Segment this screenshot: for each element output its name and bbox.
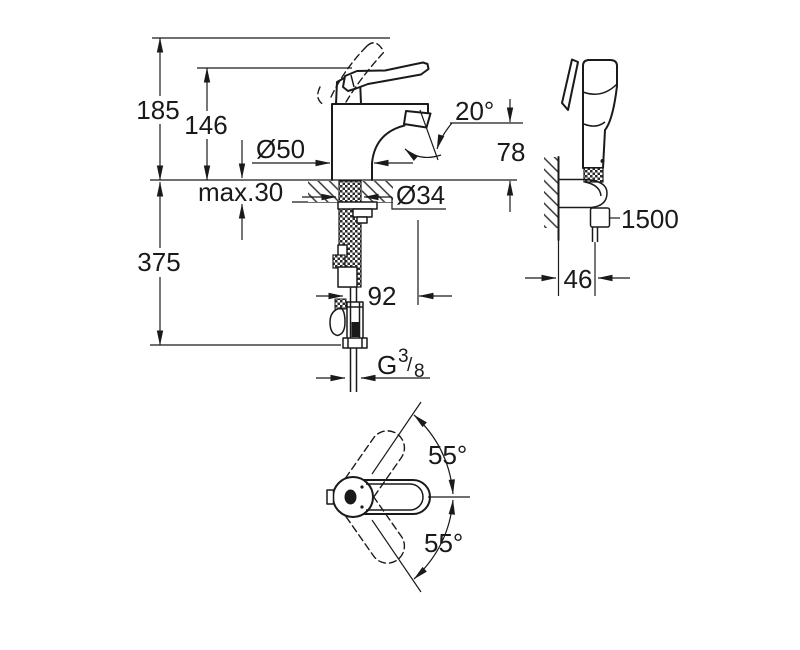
dim-deck-thickness: max.30 [198,140,283,240]
thread-label-denominator: 8 [414,361,425,382]
hose-neck [349,287,358,302]
dim-label-78: 78 [497,137,526,167]
mounting-nut [352,208,373,218]
thread-nut-facets [347,338,363,348]
dim-spray-angle: 20° [404,96,494,161]
faucet-body [331,61,432,181]
lever-handle [342,61,430,92]
front-view-basin-mixer: 185 146 375 max.30 Ø50 [136,37,526,392]
handle-dot-lower [360,505,364,509]
dim-spout-height: 146 [184,67,228,181]
shank-lower-body [337,266,358,288]
thread-nut [342,337,368,349]
counter-hatch-right [362,181,393,202]
fitting-slot [351,322,360,337]
angle-leader-1 [436,122,453,150]
hose-start [591,227,599,242]
dim-hole-diameter: Ø34 [302,180,446,210]
hose-connector [589,207,611,228]
dim-swivel-lower: 55° [413,499,463,580]
dim-label-185: 185 [136,95,179,125]
dim-total-height: 185 [136,37,180,181]
dim-label-55-lower: 55° [424,528,463,558]
connection-tube [349,348,358,392]
raised-lever-edge-1 [330,45,368,98]
dim-label-dia50: Ø50 [256,134,305,164]
aerator-outlet [403,110,432,129]
dim-base-diameter: Ø50 [252,134,413,167]
logo-cap [344,489,357,505]
dim-label-1500: 1500 [621,204,679,234]
angle-arc [413,499,455,580]
dim-outlet-height: 78 [497,99,526,212]
side-view-hand-shower: 1500 46 [525,58,679,296]
angle-leader-2 [404,148,442,161]
handle-dot-upper [360,485,364,489]
holder-outline [558,178,608,209]
swivel-line-lower [371,519,422,593]
holder-bowl-inner [584,181,602,197]
dim-label-55-upper: 55° [428,440,467,470]
lever-raised-position [317,42,385,106]
dim-label-375: 375 [137,247,180,277]
head-contour-2 [583,121,606,127]
wall-hatch [544,157,559,228]
leader-shelf [391,197,446,210]
dim-hose-length: 1500 [610,204,679,234]
swivel-line-upper [371,401,422,475]
dim-label-20deg: 20° [455,96,494,126]
top-view-handle-swivel: 55° 55° [326,401,470,593]
thread-label-numerator: 3 [398,346,409,367]
dim-holder-depth: 46 [525,264,630,294]
temp-limit-tab [326,489,335,505]
dim-label-46: 46 [564,264,593,294]
dim-below-deck: 375 [137,181,181,346]
spout-underside-curve [371,124,406,181]
knurled-grip [583,167,604,183]
wall-holder [558,178,611,296]
lever-detail-line [350,74,355,88]
under-counter-assembly [329,180,378,392]
handle-inner-outline [366,483,424,511]
trigger-lever [561,58,579,111]
dim-label-dia34: Ø34 [396,180,445,210]
angle-arc [413,414,455,495]
trigger-pin [600,159,605,163]
hand-shower [561,58,618,183]
dim-thread: G 3 / 8 [316,346,430,382]
raised-lever-tip [366,42,385,53]
shower-head-body [582,59,618,169]
dim-label-92: 92 [368,281,397,311]
mounting-flange [337,201,378,210]
dim-label-max30: max.30 [198,177,283,207]
shank-step [356,216,368,224]
spray-angle-line [419,109,439,161]
body-outline [331,103,429,181]
dim-projection: 92 [316,281,452,311]
head-contour-1 [582,83,618,95]
raised-lever-heel [317,86,325,106]
raised-lever-edge-2 [345,51,385,103]
side-knurled-block [332,254,346,269]
dim-label-146: 146 [184,110,227,140]
counter-hatch-left [308,181,338,202]
flex-hose-loop [329,307,346,337]
dim-swivel-upper: 55° [413,414,467,495]
thread-label-slash: / [407,355,413,376]
reference-lines [150,37,523,346]
thread-label-g: G [377,350,397,380]
